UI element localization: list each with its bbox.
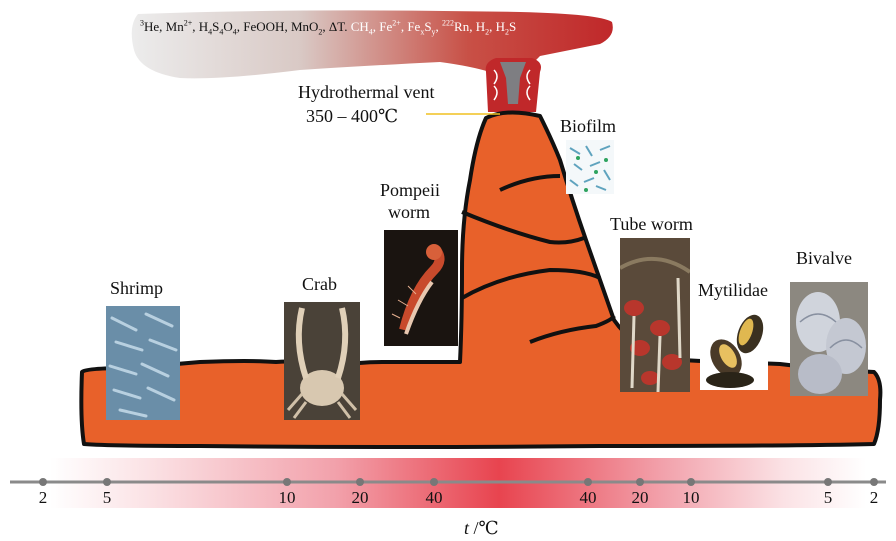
tube-worm-image: [620, 238, 690, 392]
axis-tick-label: 2: [869, 488, 879, 507]
axis-tick-label: 5: [102, 488, 112, 507]
axis-tick-label: 20: [631, 488, 649, 507]
axis-tick-label: 2: [38, 488, 48, 507]
axis-tick-dot: [870, 478, 878, 486]
crab-label: Crab: [302, 274, 337, 294]
vent-smoke-icon: [500, 62, 526, 104]
axis-tick-dot: [824, 478, 832, 486]
axis-tick-label: 40: [425, 488, 443, 507]
axis-tick-dot: [584, 478, 592, 486]
tube-worm-label: Tube worm: [610, 214, 693, 234]
axis-tick-dot: [430, 478, 438, 486]
axis-tick-dot: [103, 478, 111, 486]
axis-tick-dot: [283, 478, 291, 486]
shrimp-image: [106, 306, 180, 420]
axis-tick-dot: [687, 478, 695, 486]
axis-tick-dot: [356, 478, 364, 486]
axis-tick-dots: [39, 478, 878, 486]
pompeii-worm-label-line1: Pompeii: [380, 180, 441, 200]
axis-tick-dot: [39, 478, 47, 486]
axis-tick-label: 20: [351, 488, 369, 507]
biofilm-label: Biofilm: [560, 116, 617, 136]
axis-tick-label: 40: [579, 488, 597, 507]
temperature-axis-label: t /℃: [464, 518, 499, 538]
bivalve-label: Bivalve: [796, 248, 852, 268]
shrimp-label: Shrimp: [110, 278, 164, 298]
vent-temperature-label: 350 – 400℃: [306, 106, 399, 126]
axis-tick-label: 10: [278, 488, 296, 507]
axis-tick-label: 5: [823, 488, 833, 507]
plume-species-list: 3He, Mn2+, H4S4O4, FeOOH, MnO2, ΔT. CH4,…: [140, 18, 517, 37]
vent-label: Hydrothermal vent: [298, 82, 435, 102]
mytilidae-label: Mytilidae: [698, 280, 768, 300]
mytilidae-image: [700, 306, 768, 390]
axis-tick-label: 10: [682, 488, 700, 507]
bivalve-image: [790, 282, 868, 396]
pompeii-worm-image: [384, 230, 458, 346]
axis-tick-dot: [636, 478, 644, 486]
pompeii-worm-label-line2: worm: [388, 202, 430, 222]
crab-image: [284, 302, 360, 420]
biofilm-image: [566, 140, 614, 194]
